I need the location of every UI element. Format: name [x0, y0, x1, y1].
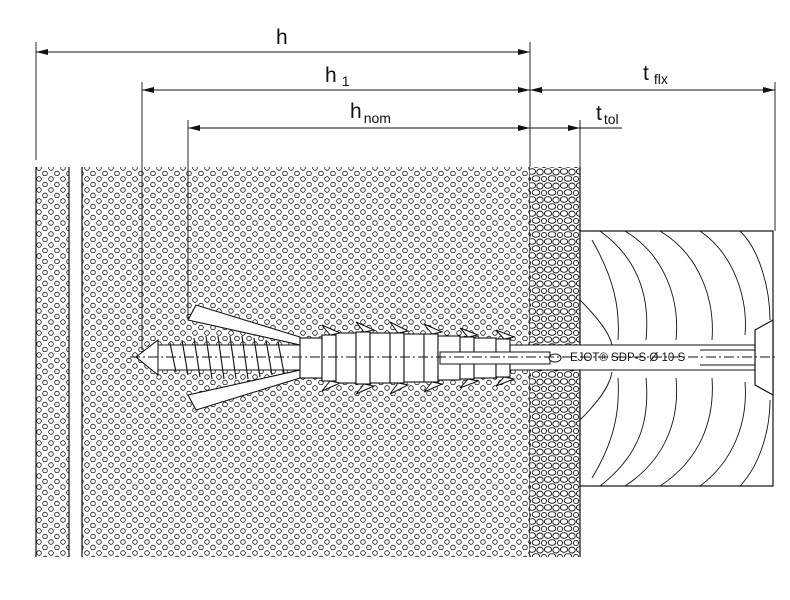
- dimension-hnom-line: [188, 125, 530, 131]
- dimension-h1-line: [142, 87, 530, 93]
- anchor-plug: [130, 304, 775, 411]
- masonry-block-outer: [35, 167, 70, 557]
- dimension-tflx-line: [530, 87, 775, 93]
- dim-label-h: h: [276, 26, 288, 49]
- anchor-label: EJOT® SDP-S Ø 10 S: [570, 352, 686, 364]
- dimension-ttol-line: [530, 125, 622, 131]
- dimension-h-line: [36, 49, 530, 55]
- extension-lines: [35, 42, 776, 350]
